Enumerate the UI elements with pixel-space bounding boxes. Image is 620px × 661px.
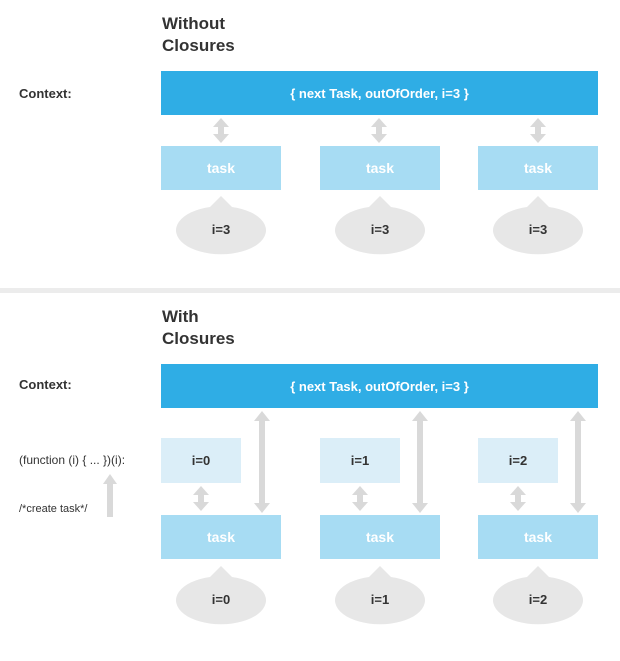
top-context-label: Context: <box>19 86 72 101</box>
top-context-bar: { next Task, outOfOrder, i=3 } <box>161 71 598 115</box>
bottom-bubble-2: i=1 <box>335 566 425 628</box>
closure-box-2: i=1 <box>320 438 400 483</box>
bottom-title-line1: With <box>162 307 199 326</box>
top-bubble-2: i=3 <box>335 196 425 258</box>
bottom-title-line2: Closures <box>162 329 235 348</box>
bubble-shape-icon <box>176 196 266 255</box>
top-task-3: task <box>478 146 598 190</box>
create-task-up-arrow <box>103 474 117 517</box>
bubble-shape-icon <box>335 196 425 255</box>
context-to-task-arrow-3 <box>570 411 586 513</box>
top-task-1: task <box>161 146 281 190</box>
top-task-2: task <box>320 146 440 190</box>
context-to-task-arrow-1 <box>254 411 270 513</box>
bottom-bubble-2-label: i=1 <box>370 591 390 607</box>
bottom-bubble-1-label: i=0 <box>211 591 231 607</box>
top-bubble-2-label: i=3 <box>370 221 390 237</box>
closure-to-task-arrow-2 <box>352 486 368 511</box>
top-bubble-3-label: i=3 <box>528 221 548 237</box>
top-bubble-1: i=3 <box>176 196 266 258</box>
top-title-line1: Without <box>162 14 226 33</box>
bottom-bubble-3-label: i=2 <box>528 591 548 607</box>
bottom-context-label: Context: <box>19 377 72 392</box>
bottom-task-3: task <box>478 515 598 559</box>
top-bubble-3: i=3 <box>493 196 583 258</box>
top-title-line2: Closures <box>162 36 235 55</box>
closure-box-1: i=0 <box>161 438 241 483</box>
top-arrows <box>213 118 546 143</box>
bottom-task-2: task <box>320 515 440 559</box>
bottom-bubble-1: i=0 <box>176 566 266 628</box>
closure-box-3: i=2 <box>478 438 558 483</box>
top-arrow-1 <box>213 118 229 143</box>
section-divider <box>0 288 620 293</box>
bubble-shape-icon <box>493 566 583 625</box>
bottom-task-1: task <box>161 515 281 559</box>
bubble-shape-icon <box>335 566 425 625</box>
closure-to-task-arrow-3 <box>510 486 526 511</box>
top-arrow-2 <box>371 118 387 143</box>
bubble-shape-icon <box>176 566 266 625</box>
closure-code: (function (i) { ... })(i): <box>19 453 126 467</box>
top-title: Without Closures <box>162 13 235 57</box>
bottom-title: With Closures <box>162 306 235 350</box>
closure-to-task-arrow-1 <box>193 486 209 511</box>
top-arrow-3 <box>530 118 546 143</box>
bottom-bubble-3: i=2 <box>493 566 583 628</box>
context-to-task-arrow-2 <box>412 411 428 513</box>
bottom-context-bar: { next Task, outOfOrder, i=3 } <box>161 364 598 408</box>
create-task-comment: /*create task*/ <box>19 503 88 515</box>
bubble-shape-icon <box>493 196 583 255</box>
top-bubble-1-label: i=3 <box>211 221 231 237</box>
